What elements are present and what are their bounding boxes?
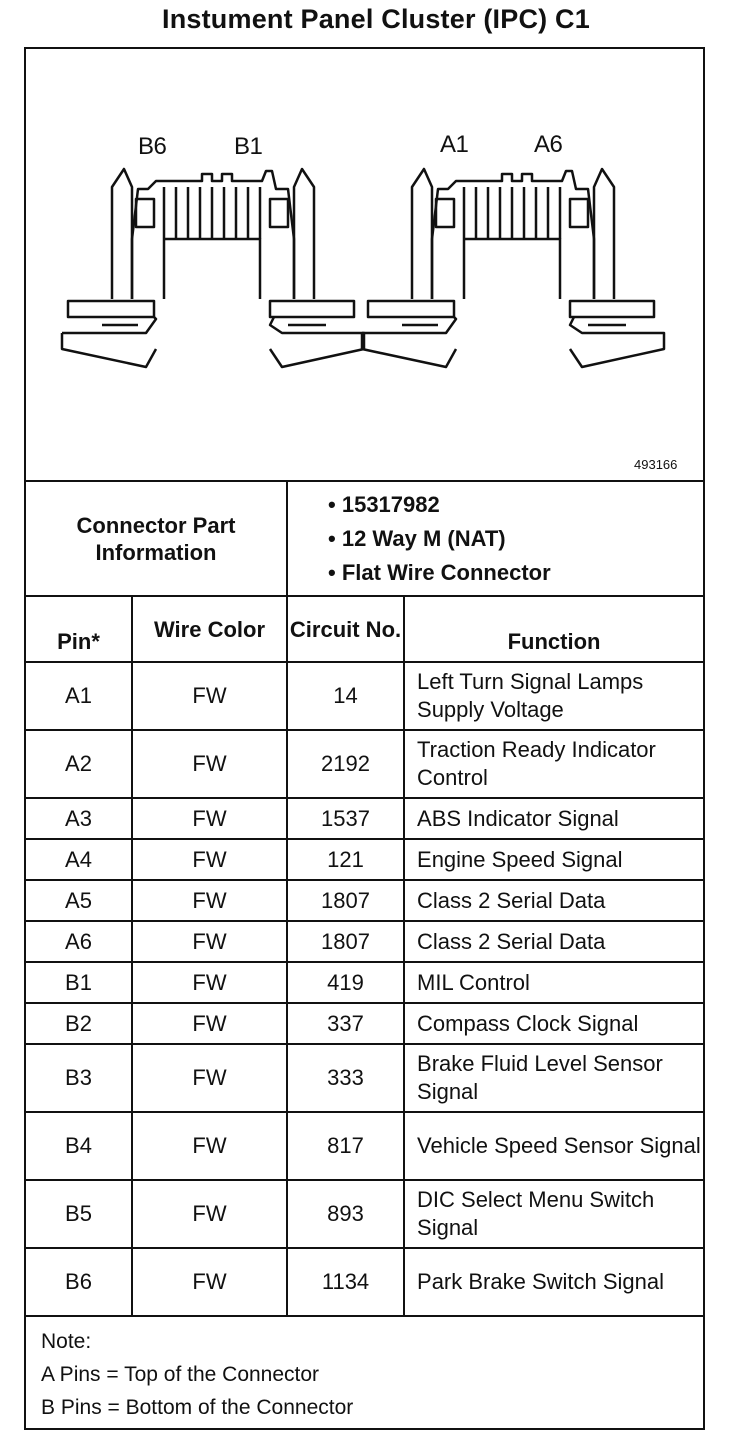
- wire-color-cell: FW: [130, 1002, 289, 1045]
- pinout-table: Connector Part Information 15317982 12 W…: [26, 482, 704, 1317]
- wire-color-cell: FW: [130, 662, 289, 731]
- circuit-cell: 333: [286, 1043, 406, 1113]
- note-heading: Note:: [41, 1330, 92, 1353]
- pin-cell: A4: [26, 838, 133, 881]
- pin-cell: A1: [26, 662, 133, 731]
- function-cell: Compass Clock Signal: [403, 1002, 704, 1045]
- function-cell: Class 2 Serial Data: [403, 920, 704, 963]
- circuit-cell: 1134: [286, 1247, 406, 1317]
- pin-cell: B5: [26, 1179, 133, 1249]
- function-cell: Left Turn Signal Lamps Supply Voltage: [403, 662, 704, 731]
- column-header-pin: Pin*: [26, 595, 133, 663]
- pin-cell: B3: [26, 1043, 133, 1113]
- function-cell: Traction Ready Indicator Control: [403, 729, 704, 799]
- circuit-cell: 419: [286, 961, 406, 1004]
- function-cell: ABS Indicator Signal: [403, 797, 704, 840]
- figure-id: 493166: [634, 457, 678, 472]
- pin-cell: B6: [26, 1247, 133, 1317]
- circuit-cell: 2192: [286, 729, 406, 799]
- wire-color-cell: FW: [130, 879, 289, 922]
- function-cell: Class 2 Serial Data: [403, 879, 704, 922]
- pin-cell: A2: [26, 729, 133, 799]
- column-header-function: Function: [403, 595, 704, 663]
- wire-color-cell: FW: [130, 920, 289, 963]
- connector-description: Flat Wire Connector: [328, 556, 703, 590]
- pin-cell: A5: [26, 879, 133, 922]
- note-line-b: B Pins = Bottom of the Connector: [41, 1396, 354, 1419]
- function-cell: Park Brake Switch Signal: [403, 1247, 704, 1317]
- note-line-a: A Pins = Top of the Connector: [41, 1363, 320, 1386]
- pin-cell: B4: [26, 1111, 133, 1181]
- function-cell: DIC Select Menu Switch Signal: [403, 1179, 704, 1249]
- wire-color-cell: FW: [130, 1111, 289, 1181]
- connector-diagram: B6 B1 A1 A6 493166: [26, 49, 703, 482]
- connector-info-row: Connector Part Information 15317982 12 W…: [26, 482, 704, 597]
- wire-color-cell: FW: [130, 797, 289, 840]
- pin-cell: A3: [26, 797, 133, 840]
- note-box: Note: A Pins = Top of the Connector B Pi…: [26, 1319, 703, 1430]
- wire-color-cell: FW: [130, 1043, 289, 1113]
- document-frame: B6 B1 A1 A6 493166 Connector Part Inform…: [24, 47, 705, 1430]
- pin-label-a1: A1: [440, 131, 469, 158]
- wire-color-cell: FW: [130, 1179, 289, 1249]
- pin-label-b1: B1: [234, 133, 263, 160]
- connector-drawing: [60, 167, 666, 369]
- pin-cell: B1: [26, 961, 133, 1004]
- connector-right-drawing: [360, 167, 666, 369]
- connector-part-number: 15317982: [328, 488, 703, 522]
- circuit-cell: 337: [286, 1002, 406, 1045]
- wire-color-cell: FW: [130, 729, 289, 799]
- connector-type: 12 Way M (NAT): [328, 522, 703, 556]
- function-cell: Brake Fluid Level Sensor Signal: [403, 1043, 704, 1113]
- pin-cell: A6: [26, 920, 133, 963]
- circuit-cell: 1807: [286, 920, 406, 963]
- circuit-cell: 14: [286, 662, 406, 731]
- wire-color-cell: FW: [130, 838, 289, 881]
- circuit-cell: 1537: [286, 797, 406, 840]
- circuit-cell: 893: [286, 1179, 406, 1249]
- circuit-cell: 1807: [286, 879, 406, 922]
- function-cell: MIL Control: [403, 961, 704, 1004]
- wire-color-cell: FW: [130, 1247, 289, 1317]
- pin-cell: B2: [26, 1002, 133, 1045]
- function-cell: Vehicle Speed Sensor Signal: [403, 1111, 704, 1181]
- function-cell: Engine Speed Signal: [403, 838, 704, 881]
- column-header-wire-color: Wire Color: [130, 595, 289, 663]
- circuit-cell: 817: [286, 1111, 406, 1181]
- circuit-cell: 121: [286, 838, 406, 881]
- pin-label-a6: A6: [534, 131, 563, 158]
- table-header-row: Pin* Wire Color Circuit No. Function: [26, 595, 704, 663]
- wire-color-cell: FW: [130, 961, 289, 1004]
- connector-left-drawing: [60, 167, 366, 369]
- column-header-circuit: Circuit No.: [286, 595, 406, 663]
- connector-info-heading: Connector Part Information: [26, 482, 289, 597]
- page-title: Instument Panel Cluster (IPC) C1: [162, 4, 590, 34]
- pin-label-b6: B6: [138, 133, 167, 160]
- connector-info-list: 15317982 12 Way M (NAT) Flat Wire Connec…: [286, 482, 704, 597]
